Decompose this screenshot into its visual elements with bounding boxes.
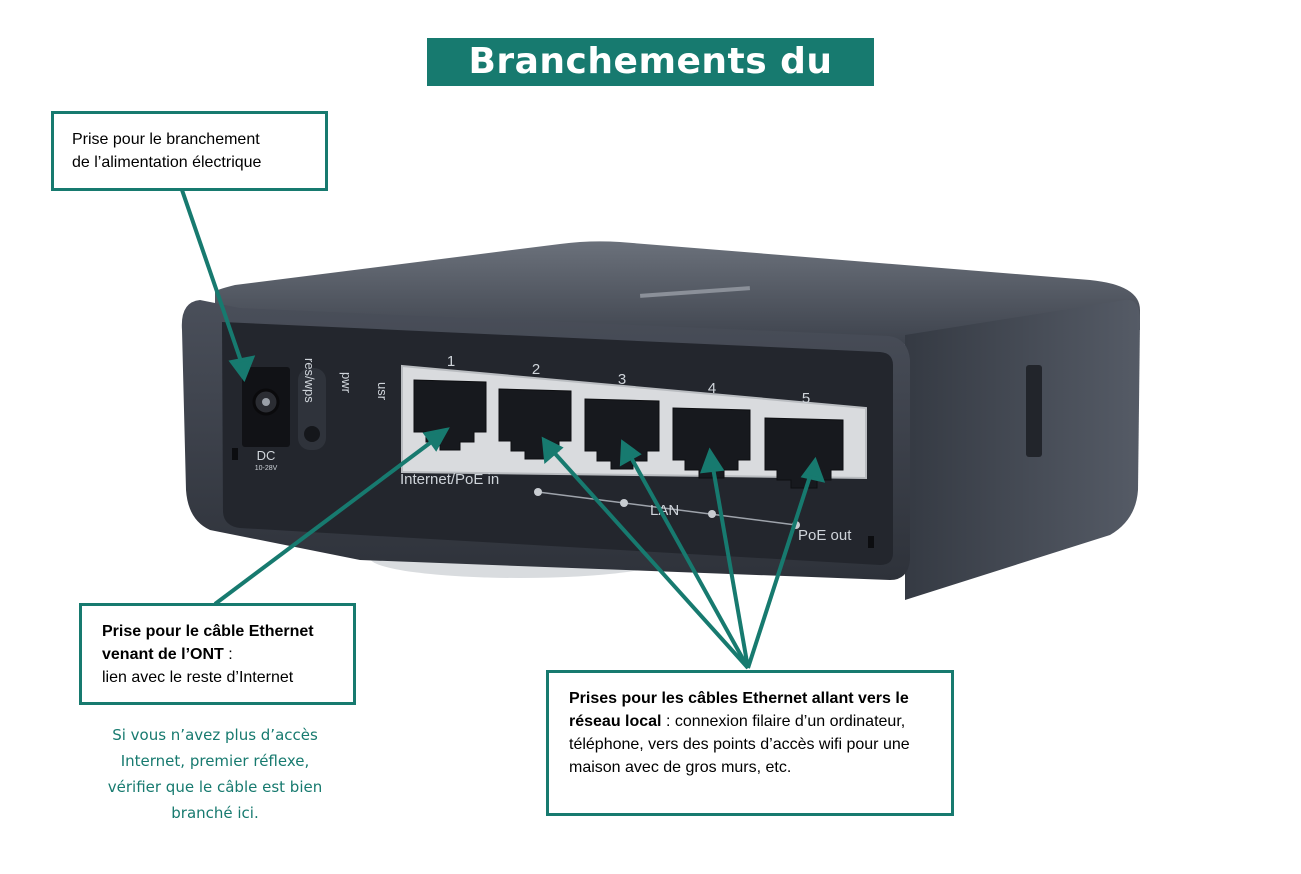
reset-label: res/wps	[302, 358, 317, 403]
arrow-wan	[213, 435, 440, 606]
callout-wan-rest: :	[223, 646, 233, 663]
ethernet-port-3	[584, 398, 660, 470]
callout-power: Prise pour le branchement de l’alimentat…	[51, 111, 328, 191]
callout-power-line1: Prise pour le branchement	[72, 131, 260, 148]
arrow-lan-5	[746, 469, 814, 669]
callout-lan-rest: : connexion filaire d’un ordinateur, tél…	[569, 713, 910, 776]
lan-bracket	[537, 491, 797, 526]
arrow-power	[180, 189, 246, 371]
port-number-3: 3	[618, 371, 626, 388]
logo-mark	[639, 286, 751, 298]
ethernet-ports	[413, 379, 844, 489]
callout-wan-bold: Prise pour le câble Ethernet venant de l…	[102, 623, 314, 663]
port-number-2: 2	[532, 361, 540, 378]
router-side	[905, 299, 1140, 600]
tip-text: Si vous n’avez plus d’accès Internet, pr…	[107, 726, 323, 822]
callout-power-line2: de l’alimentation électrique	[72, 154, 262, 171]
callout-wan: Prise pour le câble Ethernet venant de l…	[79, 603, 356, 705]
ethernet-port-4	[672, 407, 751, 479]
port-number-4: 4	[708, 380, 716, 397]
led-pwr-label: pwr	[339, 372, 354, 394]
wan-label: Internet/PoE in	[400, 471, 499, 488]
reset-button	[304, 426, 320, 442]
ethernet-port-5	[764, 417, 844, 489]
reset-button-slot	[298, 368, 326, 450]
usb-slot	[1026, 365, 1042, 457]
page-title: Branchements du routeur	[427, 38, 874, 130]
arrow-lan-4	[710, 461, 750, 669]
arrow-lan-3	[626, 451, 750, 669]
callout-lan: Prises pour les câbles Ethernet allant v…	[546, 670, 954, 816]
led-usr-label: usr	[375, 382, 390, 401]
port-number-5: 5	[802, 390, 810, 407]
connector-arrows	[180, 189, 826, 670]
callout-wan-line2: lien avec le reste d’Internet	[102, 669, 294, 686]
dc-voltage: 10-28V	[255, 465, 278, 472]
poe-out-label: PoE out	[798, 527, 852, 544]
arrow-lan-2	[548, 446, 750, 670]
dc-label: DC	[257, 448, 276, 463]
port-number-1: 1	[447, 353, 455, 370]
callout-lan-bold: Prises pour les câbles Ethernet allant v…	[569, 690, 909, 730]
